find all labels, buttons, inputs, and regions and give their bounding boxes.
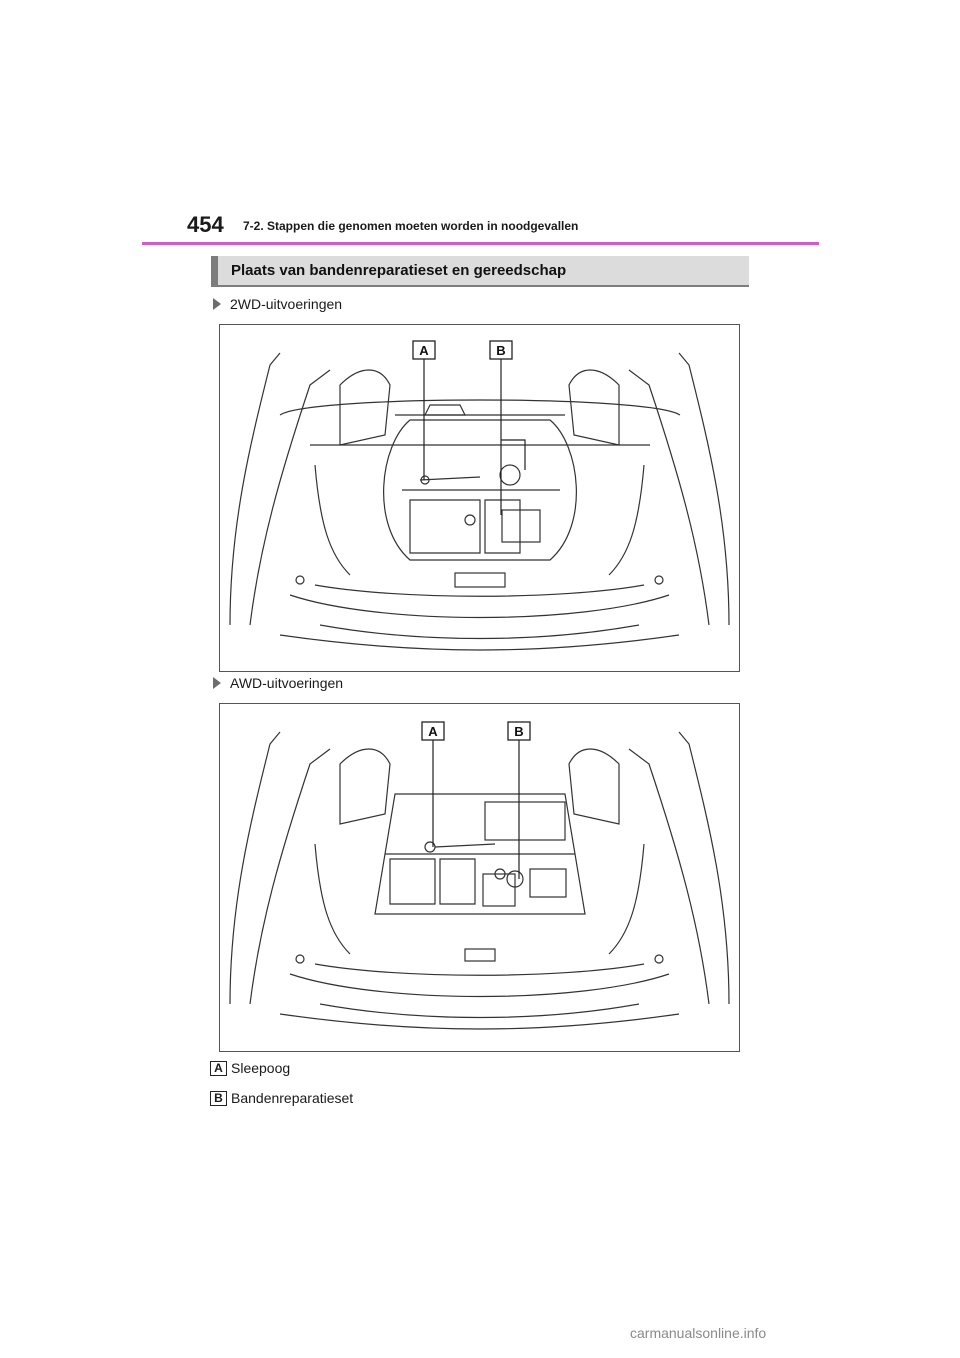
- header-divider: [142, 242, 819, 245]
- watermark: carmanualsonline.info: [630, 1325, 767, 1341]
- variant-label-text: 2WD-uitvoeringen: [230, 296, 343, 312]
- section-title: Plaats van bandenreparatieset en gereeds…: [231, 262, 567, 279]
- trunk-illustration-2wd: A B: [229, 340, 730, 651]
- legend-text-b: Bandenreparatieset: [231, 1090, 354, 1106]
- variant-label-awd: AWD-uitvoeringen: [213, 675, 343, 691]
- chapter-heading: 7-2. Stappen die genomen moeten worden i…: [243, 219, 579, 233]
- legend-text-a: Sleepoog: [231, 1060, 291, 1076]
- triangle-bullet-icon: [213, 298, 221, 310]
- callout-a-label: A: [421, 721, 445, 741]
- callout-a-text: A: [428, 724, 438, 739]
- callout-a-text: A: [419, 343, 429, 358]
- figure-awd-trunk: A B: [219, 703, 740, 1052]
- legend-item-b: B Bandenreparatieset: [210, 1090, 353, 1106]
- legend-key-b: B: [210, 1090, 227, 1106]
- variant-label-2wd: 2WD-uitvoeringen: [213, 296, 342, 312]
- page-number: 454: [187, 212, 224, 237]
- section-heading-bar: Plaats van bandenreparatieset en gereeds…: [211, 256, 749, 287]
- callout-a-label: A: [412, 340, 436, 360]
- trunk-illustration-awd: A B: [229, 721, 730, 1030]
- figure-2wd-trunk: A B: [219, 324, 740, 672]
- legend-item-a: A Sleepoog: [210, 1060, 290, 1076]
- callout-b-label: B: [507, 721, 531, 741]
- callout-b-text: B: [514, 724, 523, 739]
- triangle-bullet-icon: [213, 677, 221, 689]
- legend-key-a: A: [210, 1060, 227, 1076]
- callout-b-label: B: [489, 340, 513, 360]
- variant-label-text: AWD-uitvoeringen: [230, 675, 344, 691]
- callout-b-text: B: [496, 343, 505, 358]
